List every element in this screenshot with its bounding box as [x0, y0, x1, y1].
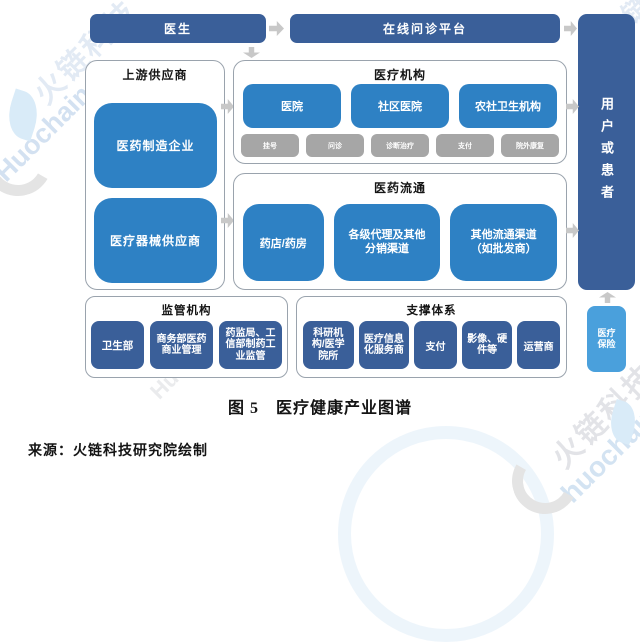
support-system-title: 支撑体系: [406, 305, 457, 317]
online-platform-box: 在线问诊平台: [290, 14, 560, 43]
process-rehab-box: 院外康复: [501, 134, 559, 157]
agents-distribution-box: 各级代理及其他分销渠道: [333, 204, 441, 281]
pharma-distribution-row: 药店/药房 各级代理及其他分销渠道 其他流通渠道（如批发商）: [234, 204, 566, 281]
process-register-box: 挂号: [241, 134, 299, 157]
research-institutions-label: 科研机构/医学院所: [311, 327, 345, 362]
pharmacy-box: 药店/药房: [243, 204, 324, 281]
support-system-section: 支撑体系 科研机构/医学院所 医疗信息化服务商 支付 影像、硬件等 运营商: [296, 296, 567, 378]
medical-it-services-label: 医疗信息化服务商: [363, 333, 404, 357]
hospital-box: 医院: [243, 84, 341, 128]
watermark-circle-bottom: [338, 426, 554, 642]
source-note: 来源：火链科技研究院绘制: [28, 444, 208, 459]
arrow-down-doctor-to-institutions-icon: [243, 47, 260, 58]
payment-box: 支付: [414, 321, 457, 369]
support-system-row: 科研机构/医学院所 医疗信息化服务商 支付 影像、硬件等 运营商: [297, 321, 566, 369]
imaging-hardware-label: 影像、硬件等: [467, 333, 508, 357]
doctor-box: 医生: [90, 14, 266, 43]
other-channels-label: 其他流通渠道（如批发商）: [470, 229, 537, 255]
watermark-swoosh-bottom-right: [504, 440, 586, 522]
imaging-hardware-box: 影像、硬件等: [461, 321, 513, 369]
arrow-up-insurance-to-user-icon: [599, 292, 616, 303]
pharma-distribution-title: 医药流通: [373, 181, 426, 195]
other-channels-box: 其他流通渠道（如批发商）: [450, 204, 558, 281]
pharma-manufacturer-box: 医药制造企业: [94, 103, 217, 188]
pharma-distribution-section: 医药流通 药店/药房 各级代理及其他分销渠道 其他流通渠道（如批发商）: [233, 173, 567, 290]
medical-institutions-title: 医疗机构: [373, 68, 426, 82]
regulators-section: 监管机构 卫生部 商务部医药商业管理 药监局、工信部制药工业监管: [85, 296, 288, 378]
research-institutions-box: 科研机构/医学院所: [303, 321, 354, 369]
medical-insurance-label: 医疗保险: [597, 328, 616, 349]
process-consultation-box: 问诊: [306, 134, 364, 157]
medical-institutions-section: 医疗机构 医院 社区医院 农社卫生机构 挂号 问诊 诊断治疗 支付 院外康复: [233, 60, 567, 164]
medical-institutions-row: 医院 社区医院 农社卫生机构: [234, 84, 566, 128]
upstream-suppliers-section: 上游供应商 医药制造企业 医疗器械供应商: [85, 60, 225, 290]
rural-health-institution-box: 农社卫生机构: [459, 84, 557, 128]
arrow-right-doctor-to-platform-icon: [269, 21, 284, 36]
process-payment-box: 支付: [436, 134, 494, 157]
process-diagnosis-treatment-box: 诊断治疗: [371, 134, 429, 157]
drug-admin-miit-box: 药监局、工信部制药工业监管: [219, 321, 282, 369]
regulators-title: 监管机构: [161, 305, 212, 317]
commerce-pharma-management-box: 商务部医药商业管理: [150, 321, 213, 369]
ministry-of-health-box: 卫生部: [91, 321, 144, 369]
industry-map-diagram: 医生 在线问诊平台 用户或患者 医疗保险 上游供应商 医药制造企业 医疗器械供应…: [85, 14, 635, 378]
commerce-pharma-management-label: 商务部医药商业管理: [156, 333, 207, 357]
medical-insurance-box: 医疗保险: [587, 306, 626, 372]
agents-distribution-label: 各级代理及其他分销渠道: [348, 229, 426, 255]
upstream-suppliers-title: 上游供应商: [122, 68, 188, 82]
arrow-right-platform-to-user-icon: [564, 21, 577, 36]
community-hospital-box: 社区医院: [351, 84, 449, 128]
medical-device-supplier-box: 医疗器械供应商: [94, 198, 217, 283]
drug-admin-miit-label: 药监局、工信部制药工业监管: [225, 327, 276, 362]
patient-process-row: 挂号 问诊 诊断治疗 支付 院外康复: [234, 134, 566, 157]
regulators-row: 卫生部 商务部医药商业管理 药监局、工信部制药工业监管: [86, 321, 287, 369]
operators-box: 运营商: [517, 321, 560, 369]
user-patient-box: 用户或患者: [578, 14, 635, 290]
figure-caption: 图 5 医疗健康产业图谱: [227, 400, 412, 417]
medical-it-services-box: 医疗信息化服务商: [358, 321, 410, 369]
